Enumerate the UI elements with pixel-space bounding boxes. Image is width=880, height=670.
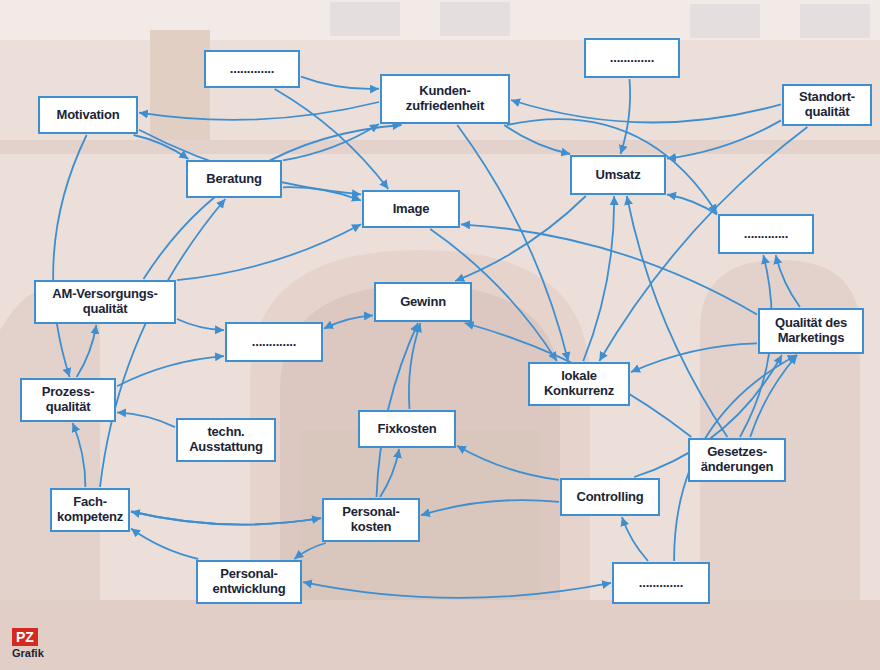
- connector-arrow: [324, 315, 373, 328]
- box-label: Gewinn: [400, 295, 446, 310]
- logo-mark: PZ: [12, 628, 38, 646]
- connector-arrow: [457, 446, 559, 480]
- connector-arrow: [77, 325, 97, 377]
- connector-arrow: [303, 582, 611, 598]
- box-label: Standort- qualität: [789, 90, 865, 120]
- box-label: techn. Ausstattung: [183, 425, 269, 455]
- connector-arrow: [283, 187, 361, 200]
- concept-box: Beratung: [186, 160, 282, 198]
- connector-arrow: [177, 319, 224, 330]
- concept-box: Prozess- qualität: [20, 378, 116, 422]
- box-label: lokale Konkurrenz: [535, 369, 623, 399]
- concept-box: .............: [225, 322, 323, 362]
- connector-arrow: [504, 125, 570, 154]
- concept-box: Gewinn: [374, 282, 472, 322]
- connector-arrow: [380, 449, 399, 497]
- concept-box: Gesetzes- änderungen: [688, 438, 786, 482]
- connector-arrow: [301, 77, 379, 89]
- connector-arrow: [622, 517, 648, 561]
- box-label: Kunden- zufriedenheit: [387, 84, 503, 114]
- concept-box: .............: [718, 214, 814, 254]
- concept-box: Fach- kompetenz: [50, 488, 130, 532]
- connector-arrow: [117, 356, 224, 386]
- connector-arrow: [667, 120, 781, 158]
- box-label: Prozess- qualität: [27, 385, 109, 415]
- connector-arrow: [621, 79, 631, 154]
- concept-box: Controlling: [560, 478, 660, 516]
- box-label: .............: [252, 335, 296, 350]
- concept-box: .............: [612, 562, 710, 604]
- box-label: Personal- entwicklung: [203, 567, 295, 597]
- logo-caption: Grafik: [12, 647, 44, 660]
- box-label: Umsatz: [595, 168, 640, 183]
- box-label: Motivation: [57, 108, 120, 123]
- box-label: Qualität des Marketings: [765, 316, 857, 346]
- box-label: AM-Versorgungs- qualität: [41, 287, 169, 317]
- connector-arrow: [511, 100, 781, 122]
- box-label: Gesetzes- änderungen: [695, 445, 779, 475]
- connector-arrow: [674, 355, 797, 561]
- connector-arrow: [131, 512, 321, 525]
- concept-box: Motivation: [38, 96, 138, 134]
- box-label: Image: [393, 202, 430, 217]
- connector-arrow: [421, 500, 559, 515]
- concept-box: Kunden- zufriedenheit: [380, 74, 510, 124]
- concept-box: Qualität des Marketings: [758, 308, 864, 354]
- connector-arrow: [139, 102, 379, 120]
- concept-box: .............: [584, 38, 680, 78]
- connector-arrow: [409, 323, 420, 409]
- connector-arrow: [631, 343, 757, 372]
- concept-box: Personal- entwicklung: [196, 560, 302, 604]
- box-label: Personal- kosten: [329, 505, 413, 535]
- concept-box: Standort- qualität: [782, 84, 872, 126]
- connector-arrow: [134, 135, 189, 159]
- box-label: .............: [744, 227, 788, 242]
- concept-box: Umsatz: [570, 155, 666, 195]
- box-label: Fixkosten: [378, 422, 437, 437]
- connector-arrow: [117, 412, 175, 427]
- connector-arrow: [177, 224, 361, 280]
- concept-box: Image: [362, 190, 460, 228]
- box-label: Beratung: [206, 172, 261, 187]
- connector-arrow: [465, 323, 692, 437]
- concept-box: AM-Versorgungs- qualität: [34, 280, 176, 324]
- connector-arrow: [583, 196, 614, 361]
- connector-arrow: [667, 195, 717, 215]
- box-label: Controlling: [576, 490, 643, 505]
- box-label: .............: [639, 576, 683, 591]
- connector-arrow: [627, 196, 728, 437]
- connector-arrow: [294, 543, 325, 559]
- connector-arrow: [53, 135, 86, 377]
- concept-box: .............: [204, 50, 300, 88]
- connector-arrow: [73, 423, 86, 487]
- concept-box: lokale Konkurrenz: [528, 362, 630, 406]
- concept-box: Fixkosten: [358, 410, 456, 448]
- connector-arrow: [750, 355, 797, 437]
- connector-arrow: [131, 512, 321, 525]
- concept-box: Personal- kosten: [322, 498, 420, 542]
- connector-arrow: [461, 224, 757, 314]
- concept-box: techn. Ausstattung: [176, 418, 276, 462]
- box-label: Fach- kompetenz: [57, 495, 123, 525]
- connector-arrow: [131, 529, 198, 559]
- connector-arrow: [776, 255, 800, 307]
- box-label: .............: [610, 51, 654, 66]
- connector-arrow: [634, 355, 782, 477]
- box-label: .............: [230, 62, 274, 77]
